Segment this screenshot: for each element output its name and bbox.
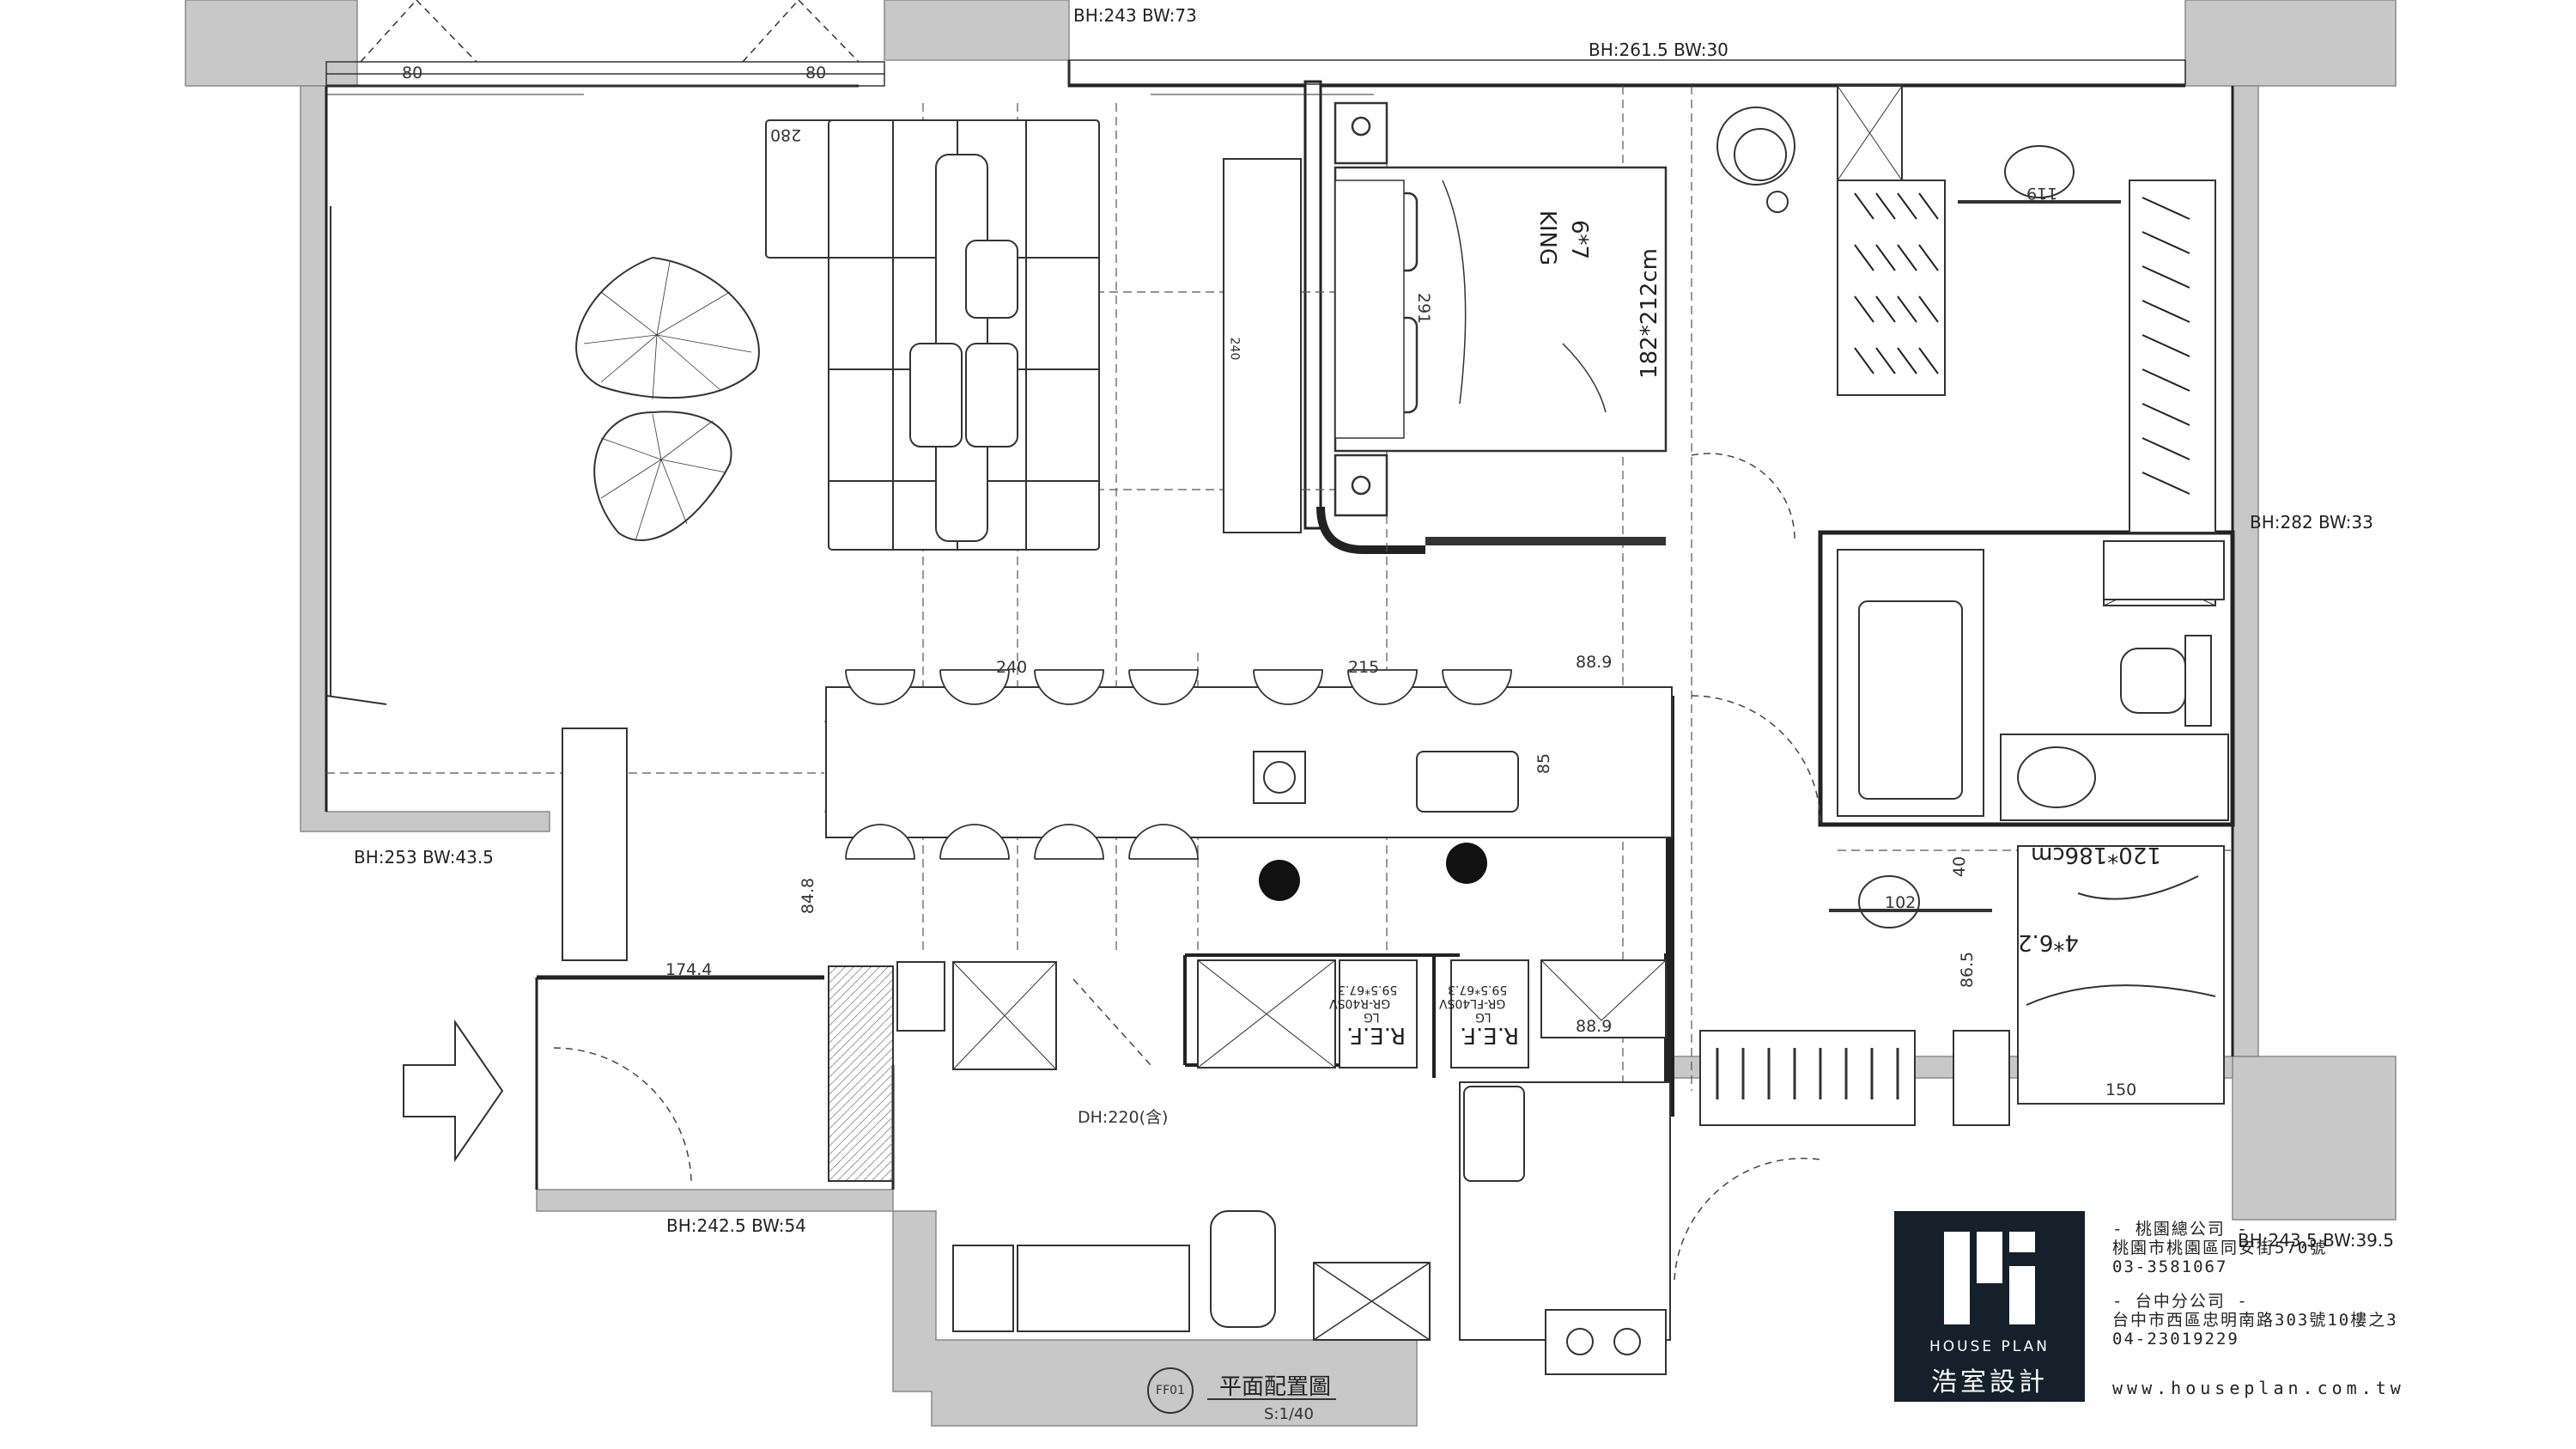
branch-phone: 04-23019229 <box>2112 1330 2239 1349</box>
dim-sofa: 280 <box>770 125 802 144</box>
dim-island-depth: 85 <box>1534 752 1554 775</box>
left-window <box>325 206 387 705</box>
dim-desk-a: 102 <box>1885 893 1917 912</box>
drawing-scale: S:1/40 <box>1264 1405 1314 1423</box>
drawing-name: 平面配置圖 <box>1219 1374 1332 1400</box>
fridge-1-brand: LG <box>1475 1010 1492 1024</box>
second-bedroom <box>1699 845 2225 1126</box>
tall-cabinet <box>1223 158 1302 533</box>
door-swings <box>553 453 1821 1281</box>
company-website: www.houseplan.com.tw <box>2112 1378 2405 1398</box>
wall-note-top-left: BH:243 BW:73 <box>1073 5 1197 26</box>
wall-note-bottom-right: BH:243.5 BW:39.5 <box>2238 1230 2394 1251</box>
branch-address: 台中市西區忠明南路303號10樓之3 <box>2112 1311 2398 1330</box>
armchair <box>1716 107 1795 213</box>
company-logo: HOUSE PLAN 浩室設計 <box>1894 1211 2085 1402</box>
logo-pillars-icon <box>1944 1232 2035 1324</box>
logo-english-name: HOUSE PLAN <box>1929 1338 2050 1355</box>
master-bed <box>1334 101 1668 545</box>
small-bed-dims: 120*186cm <box>2031 842 2161 868</box>
fridge-1-model: GR-FL40SV <box>1439 996 1506 1010</box>
fridge-1-label: R.E.F. <box>1460 1022 1520 1048</box>
hq-phone: 03-3581067 <box>2112 1257 2228 1276</box>
drawing-code: FF01 <box>1147 1367 1194 1414</box>
wall-note-left-mid: BH:253 BW:43.5 <box>354 847 494 868</box>
fridge-2-model: GR-R40SV <box>1329 996 1391 1010</box>
master-bed-size: KING <box>1534 210 1561 266</box>
master-bed-dims: 182*212cm <box>1636 248 1662 379</box>
fridge-2-brand: LG <box>1364 1010 1380 1024</box>
dim-window-left: 80 <box>402 64 423 82</box>
bar-stools <box>845 669 1512 860</box>
dim-wardrobe: 240 <box>1227 337 1242 361</box>
dim-desk-b: 40 <box>1950 855 1970 878</box>
entry-cabinets <box>562 728 1667 1182</box>
entry-arrow <box>403 1019 504 1163</box>
fridge-2-label: R.E.F. <box>1346 1022 1406 1048</box>
logo-chinese-name: 浩室設計 <box>1931 1367 2048 1397</box>
dim-counter-a: 240 <box>996 658 1028 677</box>
company-contact: - 桃園總公司 - 桃園市桃園區同安街570號 03-3581067 - 台中分… <box>2112 1220 2398 1349</box>
dim-bed-width: 291 <box>1414 292 1434 325</box>
closet-hangers <box>1854 192 2190 495</box>
fridge-1-size: 59.5*67.3 <box>1448 983 1508 996</box>
dim-entry-width: 174.4 <box>665 960 713 979</box>
wall-note-bottom-left: BH:242.5 BW:54 <box>666 1215 806 1236</box>
wall-lines <box>325 60 2235 1340</box>
leaf-rugs <box>575 256 760 542</box>
small-bed-ratio: 4*6.2 <box>2018 929 2079 955</box>
study-chair <box>1958 145 2121 204</box>
dim-small-bed-b: 86.5 <box>1958 951 1978 989</box>
wall-note-right-mid: BH:282 BW:33 <box>2250 512 2373 533</box>
fridge-2-size: 59.5*67.3 <box>1338 983 1398 996</box>
bathroom <box>1837 540 2229 821</box>
dim-island-side: 88.9 <box>1576 653 1613 672</box>
dim-window-right: 80 <box>805 64 827 82</box>
dim-small-bed-a: 150 <box>2105 1081 2137 1099</box>
windows-top-left <box>325 0 2186 95</box>
ceiling-height: DH:220(含) <box>1078 1108 1169 1127</box>
hq-label: - 桃園總公司 - <box>2112 1220 2249 1239</box>
title-underline <box>1207 1398 1336 1400</box>
master-bed-ratio: 6*7 <box>1566 219 1593 260</box>
dining-island <box>825 686 1673 838</box>
dim-desk-c: 119 <box>2026 184 2058 203</box>
hq-address: 桃園市桃園區同安街570號 <box>2112 1239 2328 1257</box>
dim-kitchen-side: 88.9 <box>1576 1017 1613 1036</box>
dim-counter-b: 215 <box>1348 658 1380 677</box>
wall-note-top-mid: BH:261.5 BW:30 <box>1589 40 1728 60</box>
kitchen <box>952 1081 1671 1375</box>
dim-hall-depth: 84.8 <box>799 877 818 915</box>
branch-label: - 台中分公司 - <box>2112 1292 2249 1311</box>
sofa <box>765 119 1100 551</box>
